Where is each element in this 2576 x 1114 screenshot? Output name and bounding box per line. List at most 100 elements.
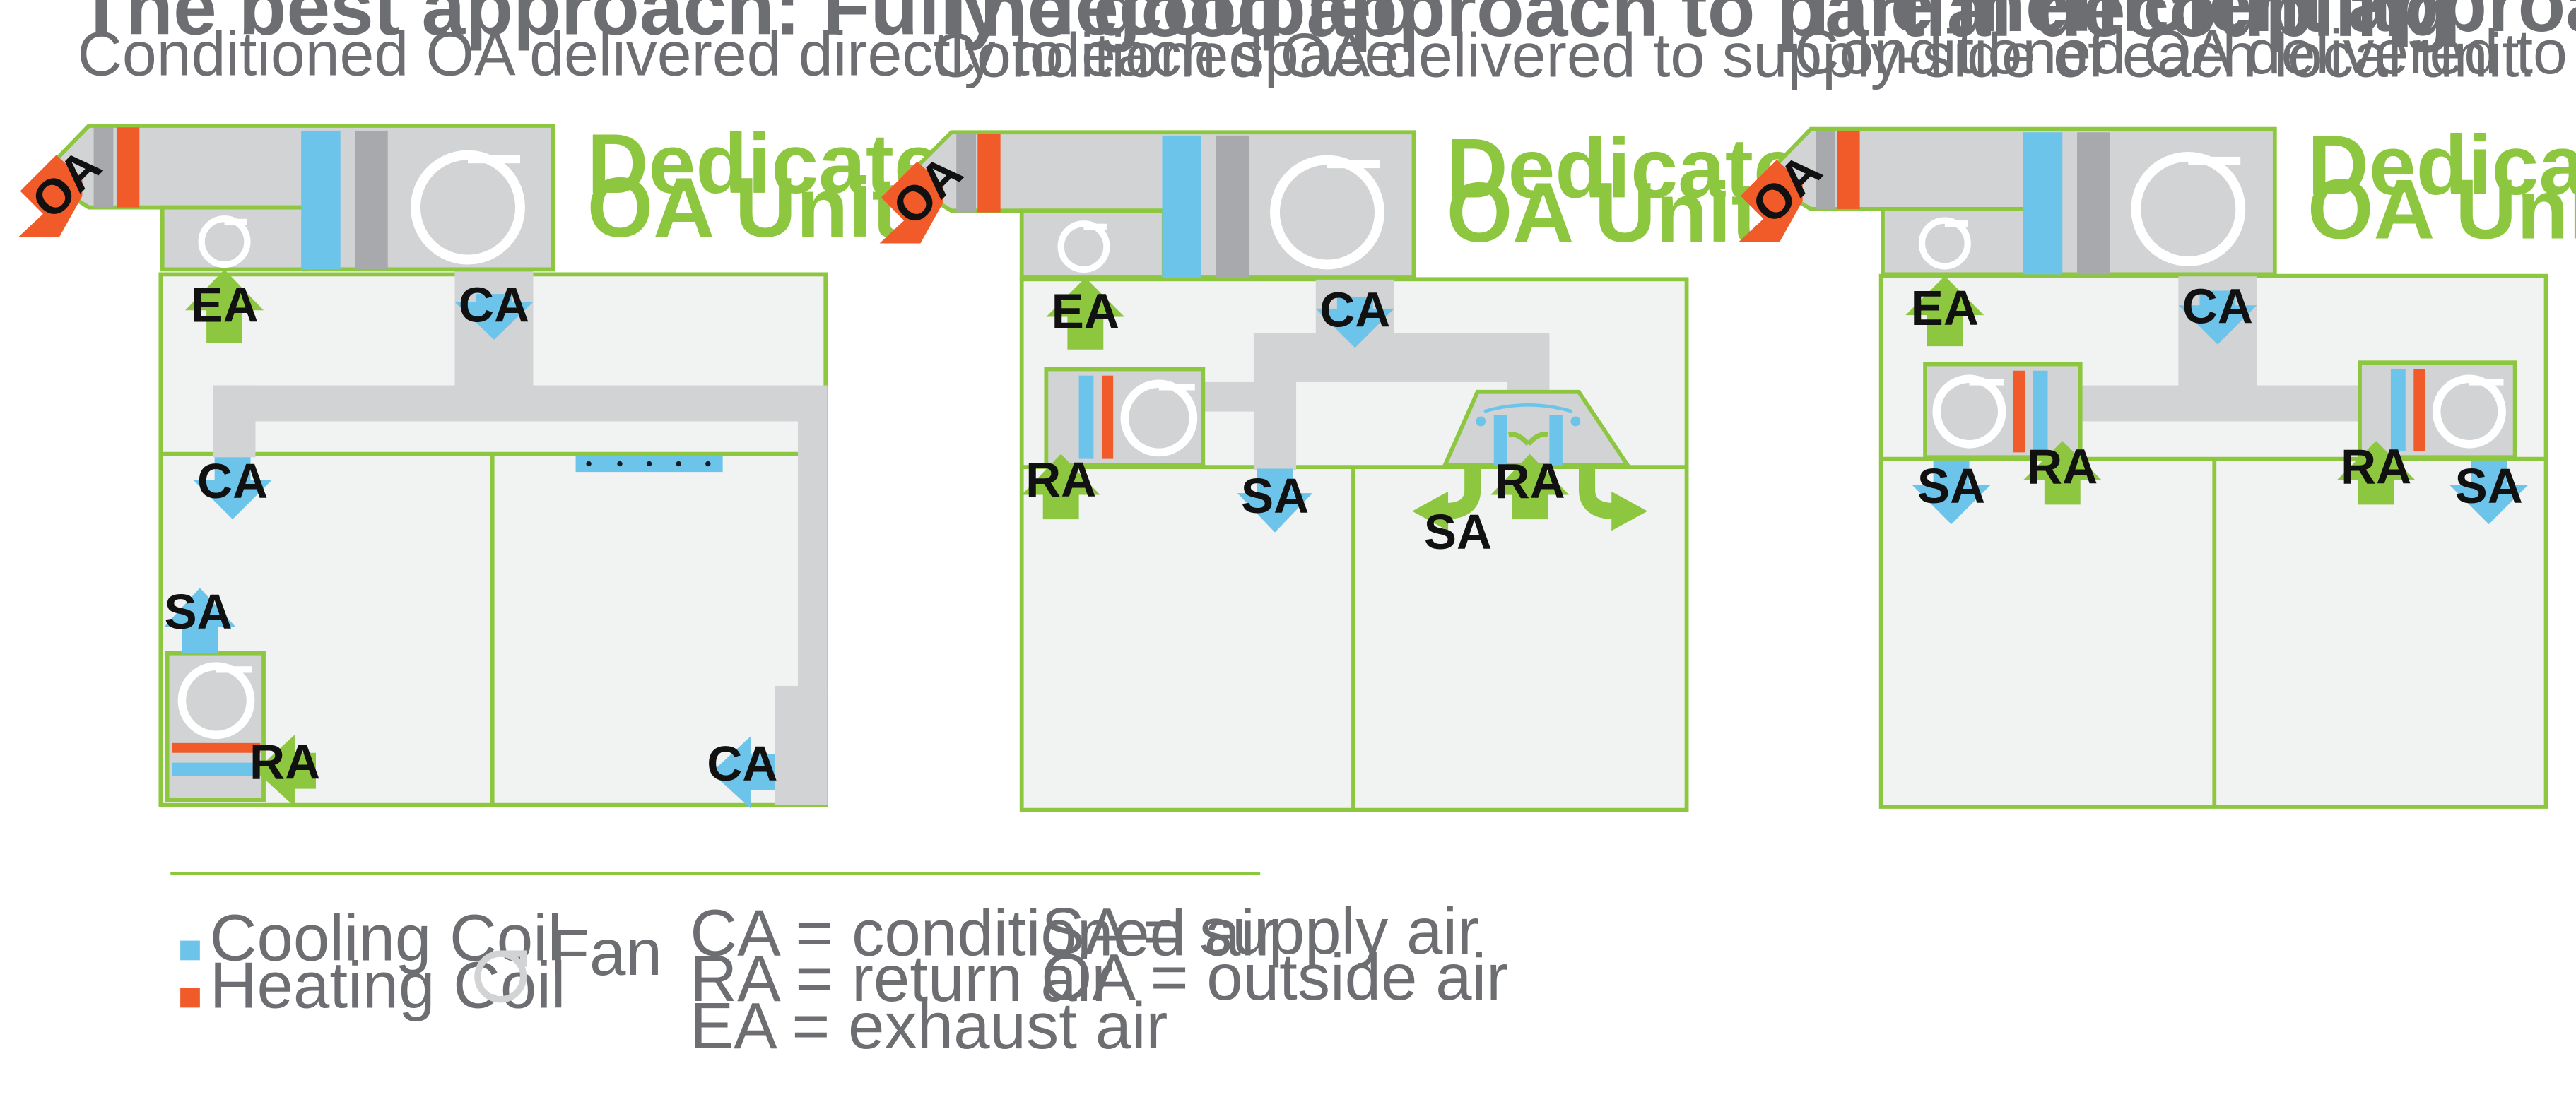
panel-3-title: The inefficient approach to partial deco… [1794,0,2576,48]
legend-ca: CA = conditioned air [690,896,1276,969]
doas-unit [899,130,1416,280]
legend-ea: EA = exhaust air [690,989,1168,1062]
cooling-coil-swatch [180,940,200,961]
heating-coil [116,127,140,208]
sa-left-arrow: SA [1912,458,1991,525]
ca-main-arrow: CA [2178,279,2257,345]
cooling-coil [2390,369,2406,451]
ra-right-arrow: RA [2336,439,2416,505]
ra-label: RA [249,735,320,790]
right-duct-drop [775,685,828,805]
panel-2-title: The good approach to partial decoupling [932,0,2452,53]
ea-arrow: EA [1046,278,1125,350]
exhaust-fan-icon [1918,217,1971,270]
panel-fully-decoupled: The best approach: Fully decoupled Condi… [18,0,1419,809]
fan-icon [177,662,255,740]
cooling-coil [1078,375,1094,459]
ra-left-label: RA [2027,439,2098,494]
ca-main-label: CA [459,277,529,332]
cooling-coil [1493,415,1507,466]
supply-duct [213,385,824,422]
ea-arrow: EA [185,269,264,343]
filter [956,134,976,213]
legend-cooling-coil: Cooling Coil [210,901,563,974]
panel-good-partial: The good approach to partial decoupling … [879,0,2536,812]
filter [1816,130,1835,209]
ra-right-arrow: RA [1490,454,1570,520]
panel-1-title: The best approach: Fully decoupled [77,0,1419,52]
cooling-coil [1549,415,1563,466]
unit-label-2: OA Unit [1447,165,1760,260]
fan-icon [2432,374,2506,449]
filter [93,127,114,208]
cooling-coil [301,130,341,270]
heating-coil [172,742,261,753]
legend-oa: OA = outside air [1041,940,1508,1014]
ea-label: EA [1911,280,1979,336]
ra-right-label: RA [1495,454,1565,509]
heating-coil [977,134,1001,213]
ca-right-label: CA [707,736,777,791]
ca-main-label: CA [2182,279,2253,334]
legend-heating-coil: Heating Coil [210,948,566,1021]
legend-fan: Fan [550,916,662,989]
supply-fan-icon [1270,155,1384,270]
ra-arrow: RA [249,735,320,807]
cooling-coil [2023,132,2063,275]
ca-branch-arrow: CA [193,454,272,520]
heating-coil [1101,375,1114,459]
cooling-coil [172,762,261,776]
sa-right-label: SA [2454,458,2522,514]
panel-inefficient-partial: The inefficient approach to partial deco… [1739,0,2576,809]
filter [355,130,388,270]
sa-arrow: SA [164,584,236,653]
supply-duct [1253,333,1548,382]
ea-label: EA [1052,284,1119,339]
ca-right-arrow: CA [707,736,777,809]
sa-left-arrow: SA [1237,468,1313,533]
sa-right-label: SA [1424,504,1492,559]
sa-left-label: SA [1241,468,1309,523]
cooling-coil [1162,135,1201,278]
ca-branch-label: CA [197,454,268,509]
unit-label-2: OA Unit [2307,162,2576,257]
sa-left-label: SA [1917,458,1985,514]
local-unit-left [1923,362,2083,460]
heating-coil-swatch [180,988,200,1008]
heating-coil [2413,369,2425,451]
unit-label-2: OA Unit [587,160,900,255]
supply-fan-icon [2131,151,2246,266]
ea-arrow: EA [1905,275,1984,347]
ca-main-arrow: CA [1315,282,1394,348]
chilled-beam-nozzles [586,461,711,467]
fan-coil-unit [165,651,266,802]
left-branch-duct [1253,333,1297,470]
doas-unit [36,124,555,272]
panel-1-subtitle: Conditioned OA delivered directly to eac… [77,18,1416,88]
sa-right-arrows: SA [1412,465,1648,559]
doas-unit [1758,126,2277,277]
ca-main-arrow: CA [454,277,534,340]
sa-label: SA [164,584,232,639]
filter [1216,135,1249,278]
ra-right-label: RA [2341,439,2411,494]
ca-main-label: CA [1319,282,1390,337]
sa-right-arrow: SA [2449,458,2529,525]
legend-ra: RA = return air [690,942,1113,1015]
fancoil-connection-duct [1201,381,1257,412]
right-branch-duct [1507,333,1550,392]
exhaust-fan-icon [1057,220,1110,273]
supply-duct [2078,385,2363,422]
cooling-coil [2033,370,2048,453]
exhaust-fan-icon [198,215,251,268]
fan-icon [1932,374,2006,449]
supply-fan-icon [411,150,525,265]
induction-unit [1441,389,1632,468]
ra-left-arrow: RA [1021,452,1100,520]
heating-coil [2013,370,2025,453]
panel-2-subtitle: Conditioned OA delivered to supply-side … [932,20,2536,90]
branch-duct [213,385,256,458]
ra-left-arrow: RA [2023,439,2102,505]
